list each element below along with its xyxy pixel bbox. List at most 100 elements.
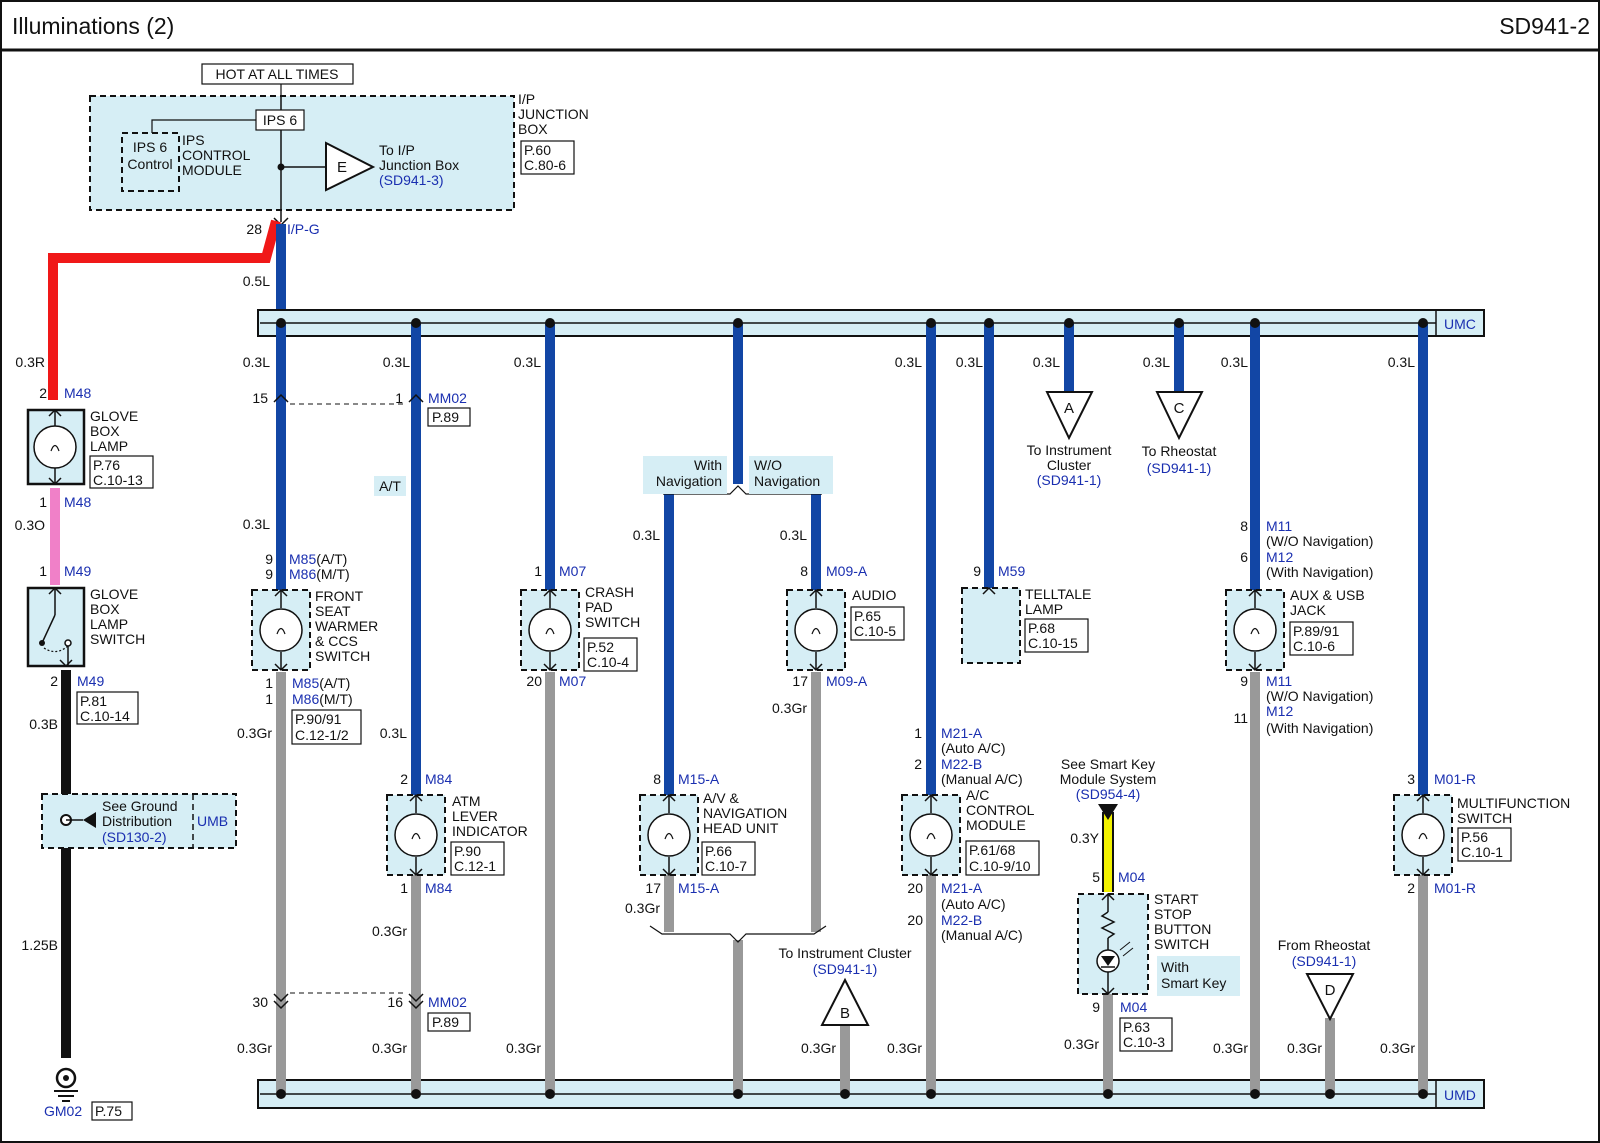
multi-pin2: 2 [1407, 880, 1415, 896]
glove-lamp-2: BOX [90, 423, 120, 439]
aux-pin9: 9 [1240, 673, 1248, 689]
multi-m01r-b: M01-R [1434, 880, 1476, 896]
aux-bulb-icon [1233, 608, 1277, 652]
telltale-name-2: LAMP [1025, 601, 1063, 617]
av-m15a-b: M15-A [678, 880, 720, 896]
multi-w03l: 0.3L [1388, 354, 1415, 370]
seat-pin15: 15 [252, 390, 268, 406]
crash-ref-1: P.52 [587, 639, 614, 655]
smart-pin5: 5 [1092, 869, 1100, 885]
ground-1: See Ground [102, 798, 178, 814]
atm-w03l-b: 0.3L [380, 725, 407, 741]
audio-ref-1: P.65 [854, 608, 881, 624]
wo-nav-box [749, 456, 833, 494]
aux-pin11: 11 [1233, 710, 1248, 726]
ac-manual-b: (Manual A/C) [941, 927, 1023, 943]
seat-name-2: SEAT [315, 603, 351, 619]
telltale-ref-2: C.10-15 [1028, 635, 1078, 651]
ip-box-ref-2: C.80-6 [524, 157, 566, 173]
multi-name-1: MULTIFUNCTION [1457, 795, 1570, 811]
ips-module-3: MODULE [182, 162, 242, 178]
connector-a-label: A [1064, 400, 1074, 417]
atm-pin1b: 1 [400, 880, 408, 896]
seat-w03l-b: 0.3L [243, 516, 270, 532]
ac-name-2: CONTROL [966, 802, 1035, 818]
glove-w125b: 1.25B [21, 937, 58, 953]
telltale-w03l: 0.3L [956, 354, 983, 370]
conn-a-ref: (SD941-1) [1037, 472, 1102, 488]
with-nav-box [643, 456, 727, 494]
ac-ref-box [965, 840, 1040, 876]
glove-m48b: M48 [64, 494, 91, 510]
aux-m12b: M12 [1266, 703, 1293, 719]
ac-pin2: 2 [914, 756, 922, 772]
connector-e-label: E [337, 159, 347, 176]
av-pin17: 17 [645, 880, 661, 896]
atm-w03gr: 0.3Gr [372, 923, 407, 939]
ac-pin1: 1 [914, 725, 922, 741]
av-name-2: NAVIGATION [703, 805, 787, 821]
crash-name-2: PAD [585, 599, 613, 615]
seat-pin30: 30 [252, 994, 268, 1010]
glove-w03r: 0.3R [15, 354, 45, 370]
atm-bulb-icon [394, 813, 438, 857]
aux-wo: (W/O Navigation) [1266, 533, 1373, 549]
aux-m11: M11 [1266, 518, 1292, 534]
glove-switch-ref-1: P.81 [80, 693, 107, 709]
crash-name-1: CRASH [585, 584, 634, 600]
ip-box-1: I/P [518, 91, 535, 107]
connector-a-triangle [1045, 391, 1094, 441]
seat-ref-1: P.90/91 [295, 711, 342, 727]
ground-2: Distribution [102, 813, 172, 829]
glove-switch-3: LAMP [90, 616, 128, 632]
with-smart-2: Smart Key [1161, 975, 1226, 991]
atm-pin16: 16 [387, 994, 403, 1010]
crash-w03l: 0.3L [514, 354, 541, 370]
with-smart-1: With [1161, 959, 1189, 975]
glove-pin1: 1 [39, 494, 47, 510]
smart-see-2: Module System [1060, 771, 1156, 787]
atm-mm02b: MM02 [428, 994, 467, 1010]
audio-w03gr: 0.3Gr [772, 700, 807, 716]
nav-merge-bracket [649, 925, 827, 943]
multi-ref-1: P.56 [1461, 829, 1488, 845]
aux-with-b: (With Navigation) [1266, 720, 1373, 736]
crash-name-3: SWITCH [585, 614, 640, 630]
start-name-4: SWITCH [1154, 936, 1209, 952]
gm02-ref: P.75 [95, 1103, 122, 1119]
telltale-lamp [961, 587, 1021, 664]
glove-lamp-bulb-icon [33, 425, 77, 469]
telltale-name-1: TELLTALE [1025, 586, 1091, 602]
glove-lamp-ref-box [89, 455, 154, 489]
smart-w03gr: 0.3Gr [1064, 1036, 1099, 1052]
atm-ref-2: C.12-1 [454, 858, 496, 874]
smart-ref-box [1119, 1017, 1173, 1052]
seat-conn-2: M86(M/T) [289, 566, 350, 582]
seat-warmer-switch [251, 588, 311, 672]
atm-w03gr-b: 0.3Gr [372, 1040, 407, 1056]
av-pin8: 8 [653, 771, 661, 787]
aux-w03l: 0.3L [1221, 354, 1248, 370]
audio-ref-2: C.10-5 [854, 623, 896, 639]
aux-with: (With Navigation) [1266, 564, 1373, 580]
multifunction-switch [1393, 793, 1453, 877]
crash-bulb-icon [528, 608, 572, 652]
connector-c-triangle [1155, 391, 1204, 441]
seat-name-5: SWITCH [315, 648, 370, 664]
connector-d-triangle [1305, 973, 1355, 1022]
crash-ref-box [583, 637, 638, 672]
atm-mm02b-ref: P.89 [432, 1014, 459, 1030]
atm-m84: M84 [425, 771, 452, 787]
ac-auto: (Auto A/C) [941, 740, 1006, 756]
ac-manual: (Manual A/C) [941, 771, 1023, 787]
av-bulb-icon [647, 813, 691, 857]
glove-switch-1: GLOVE [90, 586, 138, 602]
seat-w03l-a: 0.3L [243, 354, 270, 370]
ip-box-ref-box [520, 140, 575, 175]
atm-ref-1: P.90 [454, 843, 481, 859]
pin-28: 28 [246, 221, 262, 237]
audio-m09a-b: M09-A [826, 673, 868, 689]
crash-w03gr: 0.3Gr [506, 1040, 541, 1056]
